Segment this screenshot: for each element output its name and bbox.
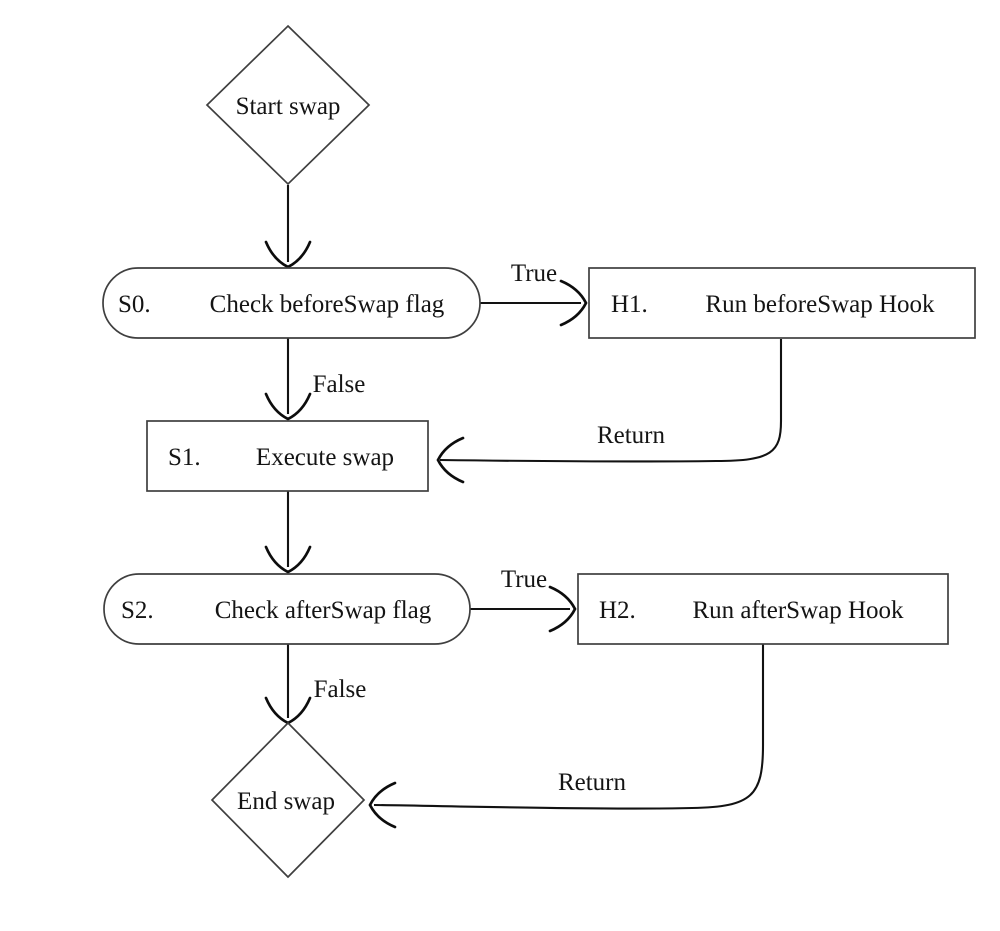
s2-stadium-shape (103, 573, 471, 645)
node-s1-label: Execute swap (256, 444, 394, 471)
node-s0-check-beforeswap-flag: S0. Check beforeSwap flag (102, 267, 481, 339)
node-s2-label: Check afterSwap flag (215, 597, 432, 624)
node-h2-run-afterswap-hook: H2. Run afterSwap Hook (577, 573, 949, 645)
edge-label-true-1: True (511, 260, 557, 287)
node-s2-id: S2. (121, 597, 154, 624)
node-start-label: Start swap (236, 93, 341, 120)
h2-rect-shape (577, 573, 949, 645)
node-s1-execute-swap: S1. Execute swap (146, 420, 429, 492)
arrow-left-icon (436, 436, 465, 484)
arrow-down-icon (264, 545, 312, 574)
edge-h1-to-s1-curve (439, 339, 783, 463)
edge-label-true-2: True (501, 566, 547, 593)
edge-h1-to-s1: Return (436, 339, 783, 484)
node-s1-id: S1. (168, 444, 201, 471)
node-s0-label: Check beforeSwap flag (210, 291, 445, 318)
node-start-swap: Start swap (205, 24, 371, 186)
s1-rect-shape (146, 420, 429, 492)
edge-h2-to-end-curve (373, 644, 765, 810)
edge-h2-to-end: Return (368, 644, 765, 829)
node-end-swap: End swap (210, 721, 366, 879)
node-h2-label: Run afterSwap Hook (692, 597, 904, 624)
edge-s0-to-s1: False (264, 338, 366, 421)
node-s0-id: S0. (118, 291, 151, 318)
s0-stadium-shape (102, 267, 481, 339)
edge-s1-to-s2 (264, 491, 312, 574)
edge-label-return-1: Return (597, 422, 666, 449)
start-diamond-shape (205, 24, 371, 186)
node-end-label: End swap (237, 788, 335, 815)
node-h1-id: H1. (611, 291, 648, 318)
node-s2-check-afterswap-flag: S2. Check afterSwap flag (103, 573, 471, 645)
arrow-right-icon (548, 585, 577, 633)
edge-label-false-2: False (314, 676, 367, 703)
node-h1-label: Run beforeSwap Hook (705, 291, 935, 318)
arrow-left-icon (368, 781, 397, 829)
node-h1-run-beforeswap-hook: H1. Run beforeSwap Hook (588, 267, 976, 339)
end-diamond-shape (210, 721, 366, 879)
arrow-right-icon (559, 279, 588, 327)
edge-s2-to-end: False (264, 644, 367, 725)
arrow-down-icon (264, 392, 312, 421)
edge-s2-to-h2: True (470, 566, 577, 633)
edge-label-return-2: Return (558, 769, 627, 796)
h1-rect-shape (588, 267, 976, 339)
edge-s0-to-h1: True (480, 260, 588, 327)
arrow-down-icon (264, 240, 312, 269)
node-h2-id: H2. (599, 597, 636, 624)
edge-label-false-1: False (313, 371, 366, 398)
edge-start-to-s0 (264, 185, 312, 269)
